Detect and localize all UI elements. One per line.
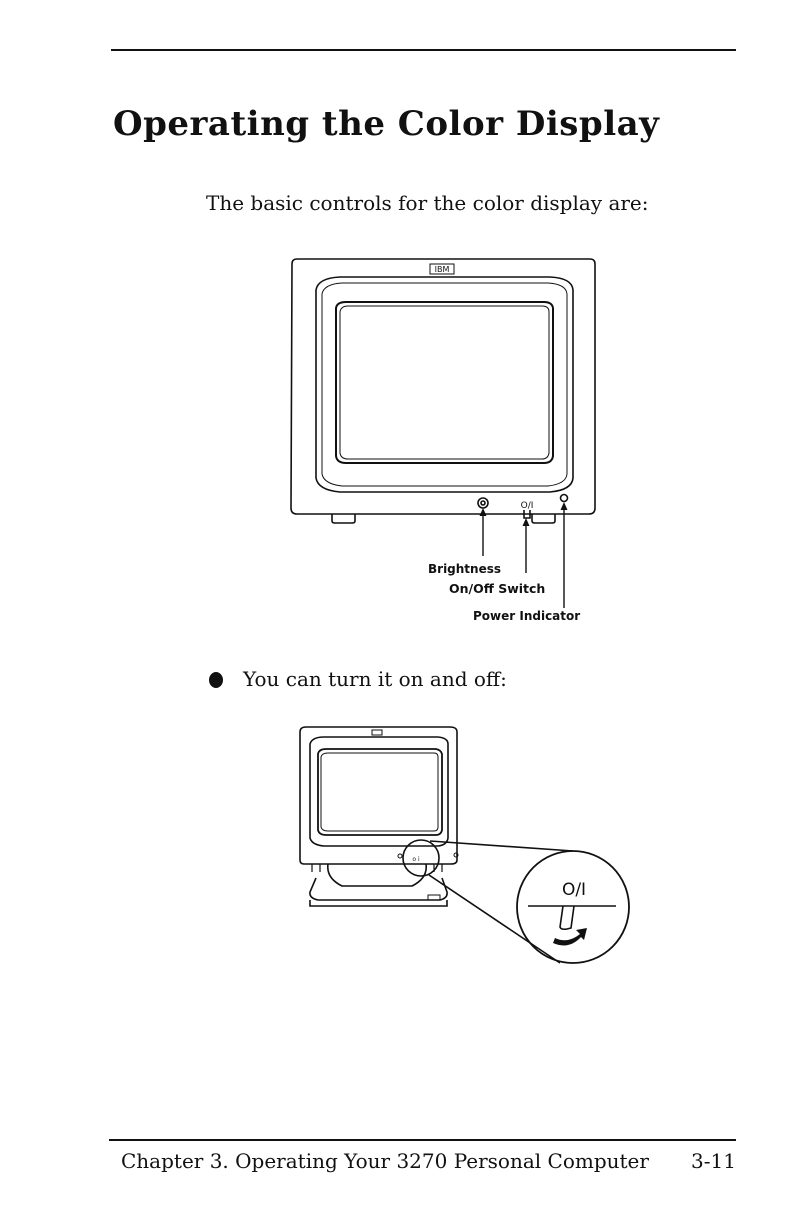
switch-marking: O/I bbox=[521, 501, 534, 511]
magnified-switch-marking: O/I bbox=[562, 880, 586, 900]
display-switch-figure: o i O/I bbox=[290, 720, 640, 970]
power-indicator-label: Power Indicator bbox=[473, 609, 580, 623]
bullet-text: You can turn it on and off: bbox=[243, 667, 507, 691]
brightness-knob bbox=[478, 498, 488, 508]
on-off-switch-label: On/Off Switch bbox=[449, 581, 545, 596]
power-indicator-light bbox=[561, 495, 568, 502]
monitor-cabinet bbox=[300, 727, 457, 864]
tilt-swivel-stand bbox=[328, 864, 426, 886]
monitor-foot-left bbox=[332, 514, 355, 523]
ibm-logo-text: IBM bbox=[435, 265, 450, 274]
page-title: Operating the Color Display bbox=[113, 104, 659, 144]
switch-rocker bbox=[560, 906, 574, 929]
footer-chapter: Chapter 3. Operating Your 3270 Personal … bbox=[121, 1149, 649, 1173]
logo-badge bbox=[372, 730, 382, 735]
monitor-screen bbox=[318, 749, 442, 835]
page-number: 3-11 bbox=[691, 1149, 736, 1173]
intro-text: The basic controls for the color display… bbox=[206, 191, 649, 215]
monitor-screen bbox=[336, 302, 553, 463]
turn-arrow-icon bbox=[553, 928, 587, 945]
svg-text:o i: o i bbox=[412, 856, 420, 863]
bullet-icon bbox=[209, 672, 223, 688]
monitor-foot-right bbox=[532, 514, 555, 523]
top-rule bbox=[111, 49, 736, 51]
brightness-label: Brightness bbox=[428, 562, 501, 576]
color-display-figure: IBM O/I Brightness On/Off Switch Power I… bbox=[280, 250, 610, 630]
magnified-switch-view bbox=[517, 851, 629, 963]
monitor-bezel bbox=[316, 277, 573, 492]
footer-rule bbox=[109, 1139, 736, 1141]
